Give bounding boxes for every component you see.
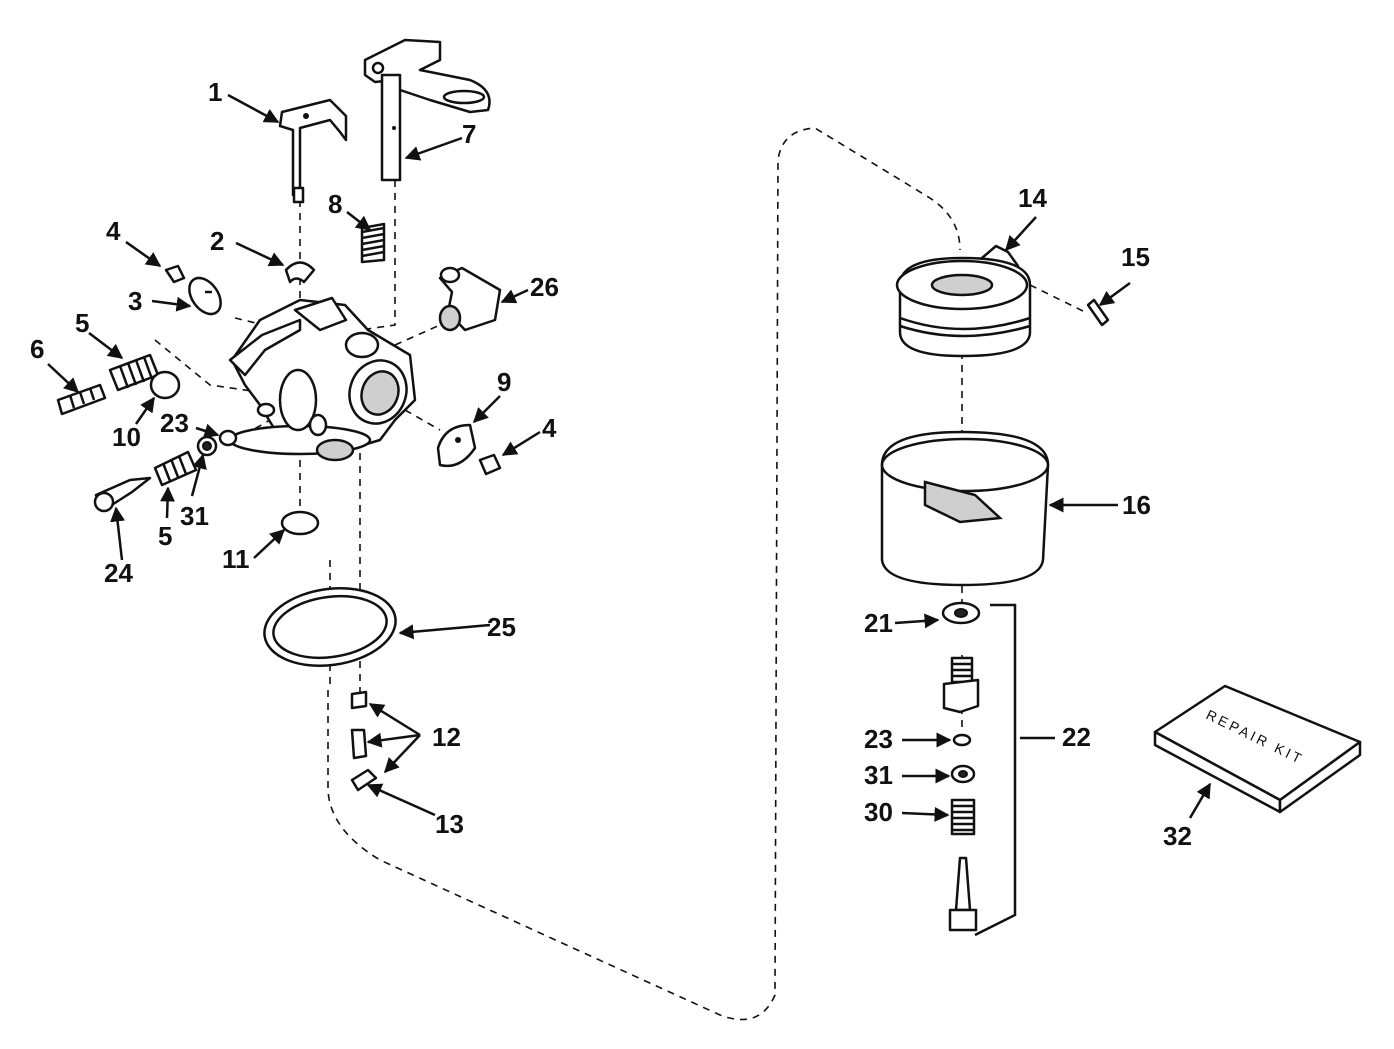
part-7-throttle-shaft [363, 38, 491, 182]
callout-26: 26 [530, 272, 559, 302]
callout-9: 9 [497, 367, 511, 397]
float-assembly [895, 256, 1032, 358]
part-6-idle-screw [56, 383, 107, 416]
callout-25: 25 [487, 612, 516, 642]
callout-31a: 31 [180, 501, 209, 531]
callout-8: 8 [328, 189, 342, 219]
callout-6: 6 [30, 334, 44, 364]
part-26-fuel-fitting [438, 266, 502, 332]
callout-15: 15 [1121, 242, 1150, 272]
part-30-spring [950, 798, 976, 836]
callout-24: 24 [104, 558, 133, 588]
callout-2: 2 [210, 226, 224, 256]
carburetor-body [228, 296, 417, 462]
part-1-bracket [278, 98, 348, 204]
callout-numbers: 1 2 4 3 5 6 7 8 26 9 4 10 23 31 5 24 11 … [30, 77, 1192, 851]
part-5-spring-lower [153, 450, 198, 487]
callout-31b: 31 [864, 760, 893, 790]
callout-13: 13 [435, 809, 464, 839]
callout-1: 1 [208, 77, 222, 107]
part-31-washer-right [950, 764, 976, 784]
leader-arrows [47, 93, 1212, 822]
callout-23a: 23 [160, 408, 189, 438]
callout-22: 22 [1062, 722, 1091, 752]
callout-5a: 5 [75, 308, 89, 338]
part-22-bowl-nut [942, 656, 980, 714]
callout-16: 16 [1122, 490, 1151, 520]
part-22-needle [948, 856, 978, 932]
part-21-washer [941, 601, 981, 625]
callout-7: 7 [462, 119, 476, 149]
part-4-screw-left [164, 264, 186, 284]
part-8-spring [360, 222, 386, 264]
part-25-gasket-ring [263, 587, 397, 667]
part-11-seal [280, 510, 320, 536]
part-24-needle [93, 476, 152, 513]
callout-14: 14 [1018, 183, 1047, 213]
callout-10: 10 [112, 422, 141, 452]
part-2-spring [284, 261, 316, 284]
assembly-boundary-dash [327, 127, 961, 1021]
callout-5b: 5 [158, 521, 172, 551]
callout-21: 21 [864, 608, 893, 638]
callout-4b: 4 [542, 413, 557, 443]
callout-23b: 23 [864, 724, 893, 754]
part-9-plate [436, 423, 477, 468]
part-23-31-washers-left [196, 429, 238, 457]
part-23-oring-right [952, 733, 972, 747]
group-22-bracket [974, 603, 1017, 937]
callout-32: 32 [1163, 821, 1192, 851]
callout-12: 12 [432, 722, 461, 752]
part-10-gasket [149, 370, 181, 400]
callout-11: 11 [222, 544, 250, 574]
part-15-pin [1086, 298, 1110, 327]
callout-3: 3 [128, 286, 142, 316]
part-12-small-parts [350, 690, 378, 792]
part-4-screw-right [478, 453, 502, 476]
callout-4a: 4 [106, 216, 121, 246]
part-3-choke-plate [188, 276, 222, 316]
part-32-repair-kit: REPAIR KIT [1153, 684, 1362, 814]
part-16-float-bowl [880, 430, 1050, 587]
callout-30: 30 [864, 797, 893, 827]
